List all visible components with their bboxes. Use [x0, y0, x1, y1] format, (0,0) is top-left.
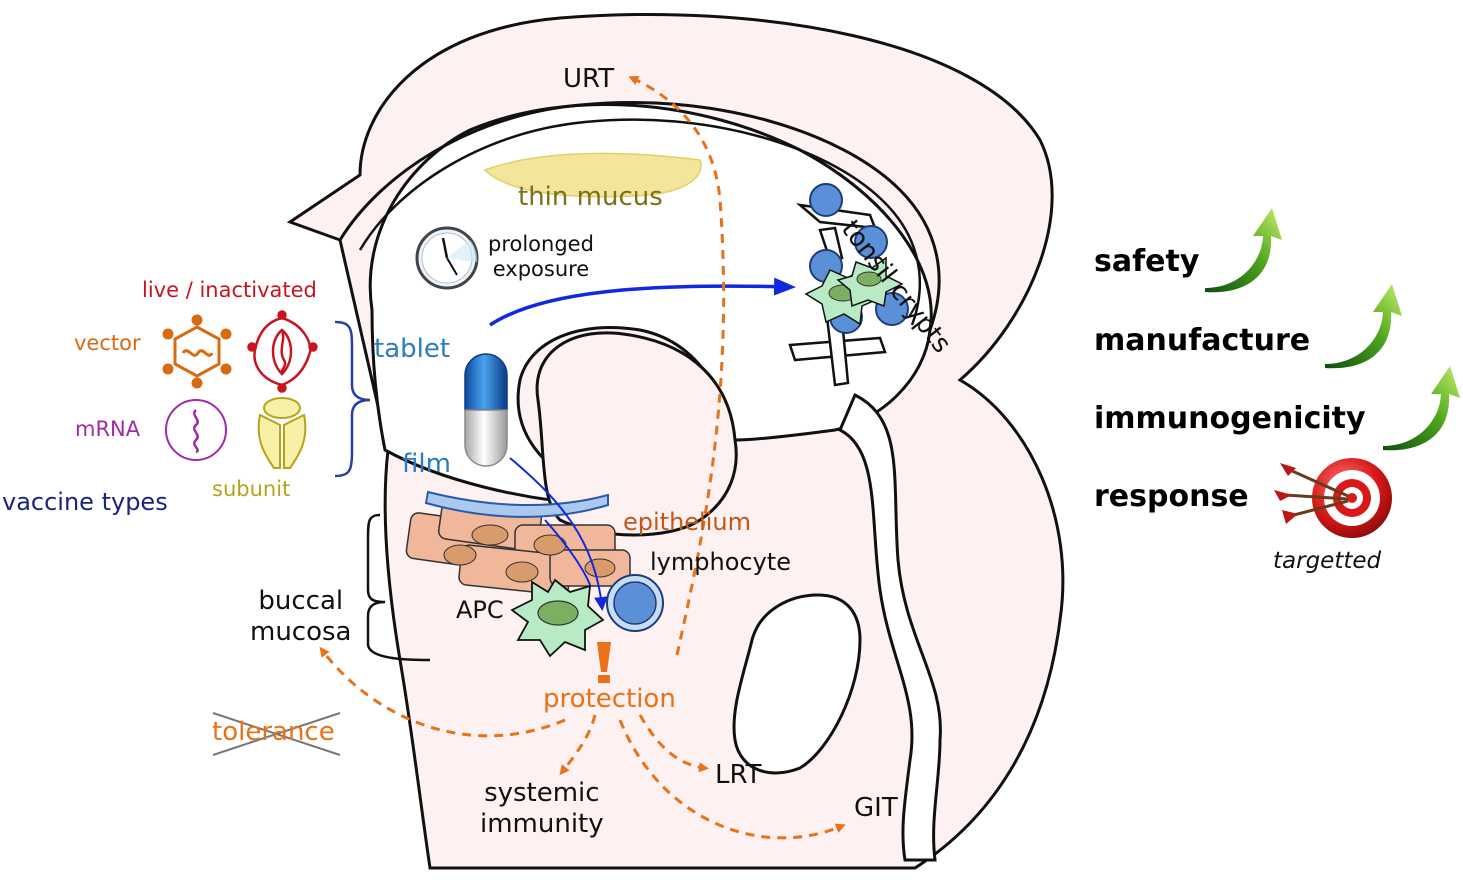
thin-mucus — [483, 152, 702, 198]
vector-label: vector — [74, 331, 141, 355]
buccal-mucosa-label: buccal mucosa — [250, 586, 352, 648]
systemic-immunity-label: systemic immunity — [480, 778, 604, 840]
benefit-manufacture: manufacture — [1094, 323, 1311, 358]
apc-label: APC — [456, 596, 504, 624]
film-to-lymphocyte-arrow — [509, 457, 608, 611]
vaccine-brace — [334, 320, 371, 478]
target-icon — [1274, 458, 1392, 538]
git-label: GIT — [854, 793, 898, 823]
subunit-protein-icon — [257, 397, 307, 469]
thin-mucus-label: thin mucus — [518, 182, 663, 212]
film-label: film — [402, 449, 451, 479]
lymphocyte-cell — [606, 574, 664, 632]
tablet-to-tonsil-arrow — [489, 277, 796, 327]
warning-exclamation-icon — [597, 642, 611, 683]
subunit-label: subunit — [212, 477, 291, 501]
capsule-icon — [464, 353, 508, 467]
up-arrow-icon — [1205, 208, 1460, 451]
epithelium-cells — [405, 490, 631, 596]
targetted-label: targetted — [1273, 548, 1382, 574]
benefit-safety: safety — [1094, 244, 1200, 279]
lrt-label: LRT — [715, 760, 762, 790]
tablet-label: tablet — [374, 334, 451, 364]
palate-channel — [338, 101, 941, 331]
benefit-response: response — [1094, 479, 1249, 514]
pharynx-tube — [838, 392, 942, 862]
buccal-brace — [366, 513, 431, 662]
trachea — [732, 593, 862, 775]
vaccine-types-label: vaccine types — [2, 488, 168, 516]
urt-label: URT — [563, 64, 615, 94]
mrna-icon — [165, 399, 227, 461]
tonsil-cells — [804, 183, 909, 334]
mrna-label: mRNA — [75, 417, 141, 441]
benefit-immunogenicity: immunogenicity — [1094, 401, 1366, 436]
live-inactivated-label: live / inactivated — [142, 278, 317, 302]
orange-arrows — [319, 75, 846, 840]
tolerance-strike — [212, 712, 341, 756]
tolerance-label: tolerance — [212, 717, 335, 747]
apc-cell — [510, 578, 605, 658]
epithelium-label: epithelium — [623, 508, 751, 536]
prolonged-exposure-label: prolonged exposure — [488, 232, 594, 282]
oral-cavity — [368, 102, 933, 507]
vector-virus-icon — [162, 314, 232, 389]
live-virus-icon — [247, 310, 318, 393]
protection-label: protection — [543, 684, 676, 714]
lymphocyte-label: lymphocyte — [650, 548, 791, 576]
clock-icon — [415, 226, 479, 290]
